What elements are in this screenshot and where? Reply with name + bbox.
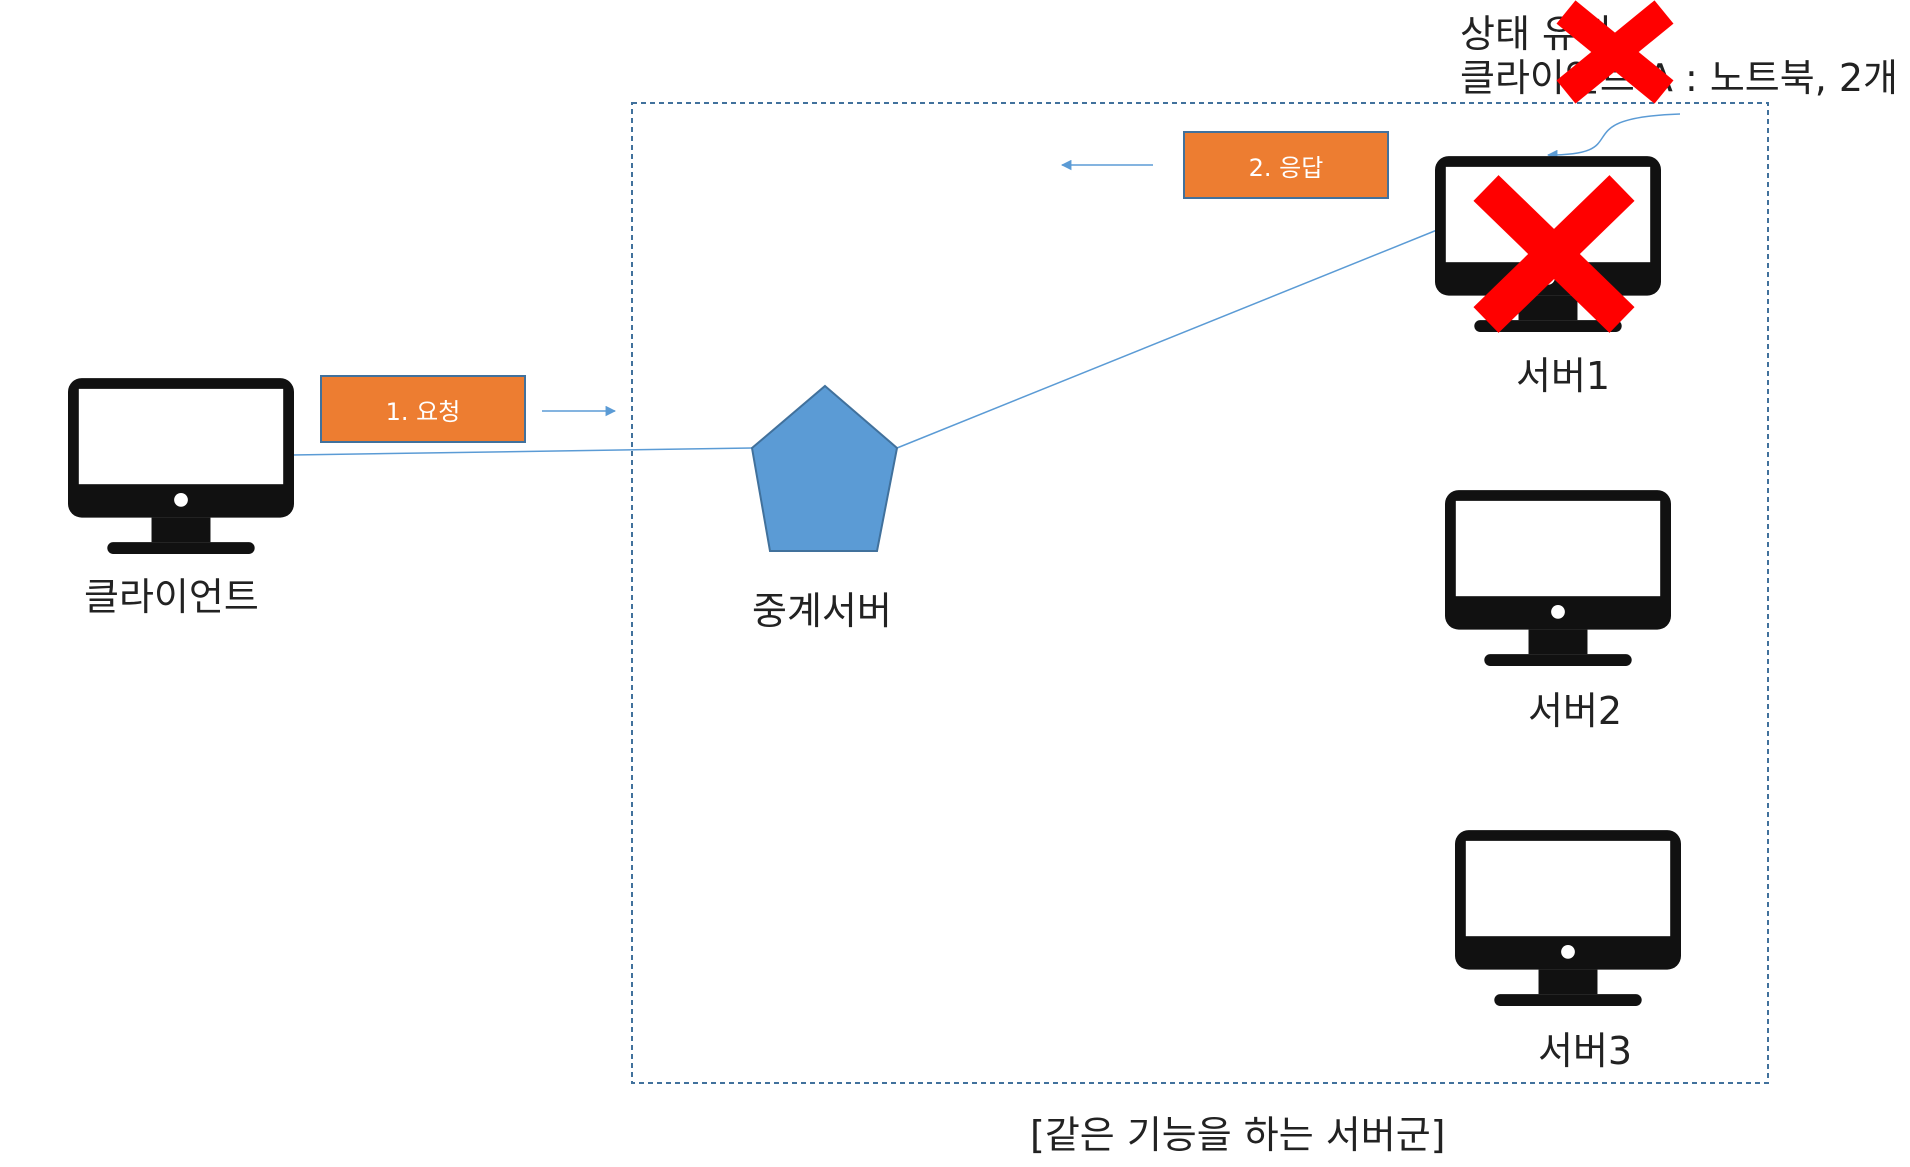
server-group-label: [같은 기능을 하는 서버군] — [1030, 1113, 1446, 1157]
relay-server-pentagon — [750, 384, 899, 552]
server3-monitor-icon — [1455, 830, 1681, 1006]
server3-label: 서버3 — [1538, 1029, 1633, 1073]
note-connector — [1546, 113, 1681, 161]
client-monitor-icon — [68, 378, 294, 554]
request-step-box: 1. 요청 — [320, 375, 526, 443]
server2-monitor-icon — [1445, 490, 1671, 666]
relay-server-label: 중계서버 — [752, 589, 892, 633]
relay-server1-connector — [896, 227, 1443, 449]
server1-label: 서버1 — [1516, 354, 1611, 398]
request-step-label: 1. 요청 — [385, 397, 461, 426]
server-group-border — [631, 102, 1769, 1084]
note-failure-cross-icon — [1556, 0, 1674, 104]
server1-failure-cross-icon — [1473, 175, 1635, 333]
client-relay-connector — [291, 447, 753, 456]
response-step-label: 2. 응답 — [1248, 153, 1324, 182]
server2-label: 서버2 — [1528, 689, 1623, 733]
client-label: 클라이언트 — [84, 575, 259, 619]
response-step-box: 2. 응답 — [1183, 131, 1389, 199]
